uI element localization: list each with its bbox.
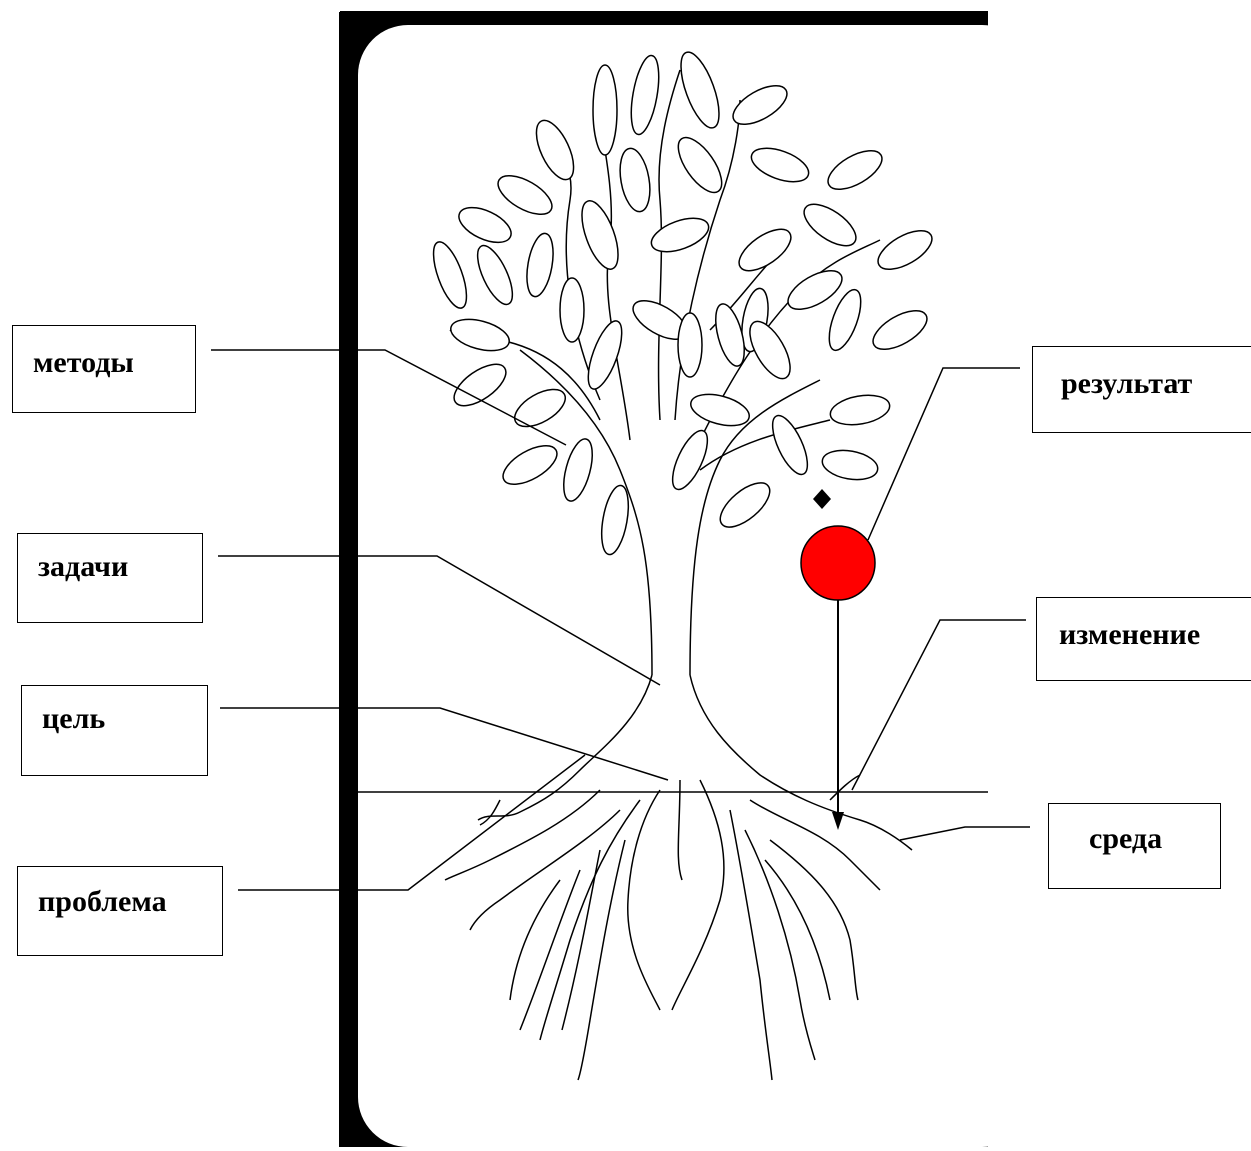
label-box-change: изменение — [1036, 597, 1251, 681]
label-goal: цель — [42, 702, 105, 736]
fruit-circle — [801, 526, 875, 600]
label-result: результат — [1061, 367, 1192, 401]
label-methods: методы — [33, 346, 134, 380]
label-box-environment: среда — [1048, 803, 1221, 889]
label-problem: проблема — [38, 885, 167, 919]
label-box-result: результат — [1032, 346, 1251, 433]
label-tasks: задачи — [38, 550, 128, 584]
label-change: изменение — [1059, 618, 1200, 652]
page-frame — [340, 12, 1032, 1147]
label-box-tasks: задачи — [17, 533, 203, 623]
label-box-problem: проблема — [17, 866, 223, 956]
label-environment: среда — [1089, 822, 1162, 856]
label-box-methods: методы — [12, 325, 196, 413]
frame-inner — [358, 25, 1032, 1147]
label-box-goal: цель — [21, 685, 208, 776]
